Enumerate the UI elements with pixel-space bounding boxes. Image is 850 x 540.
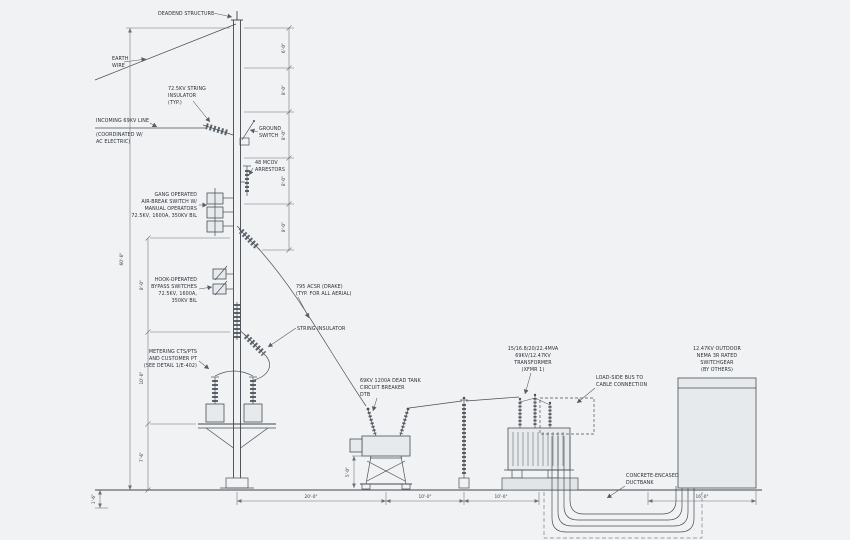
label-switchgear-4: (BY OTHERS): [701, 367, 733, 373]
aerial-conductor: [257, 247, 367, 407]
label-string-insulator-typ-1: 72.5KV STRING: [168, 86, 206, 92]
label-bypass-4: 350KV BIL: [172, 298, 198, 304]
label-transformer-3: TRANSFORMER: [513, 360, 552, 366]
dim-left-c: 7'-6": [139, 452, 145, 462]
dim-breaker-height: 5'-0": [345, 467, 351, 477]
jumper-insulators: [234, 225, 270, 381]
label-coordinated-2: AC ELECTRIC): [96, 139, 130, 145]
transformer: [501, 393, 579, 491]
gang-operated-switch: [206, 188, 234, 236]
leader-lines: [123, 12, 626, 499]
label-metering-1: METERING CTS/PTS: [149, 349, 197, 355]
dim-bottom-4: 16'-0": [696, 494, 709, 500]
label-bypass-1: HOOK-OPERATED: [155, 277, 198, 283]
label-earth-wire-2: WIRE: [112, 63, 125, 69]
label-deadend-structure: DEADEND STRUCTURE: [158, 11, 214, 17]
label-gang-switch-1: GANG OPERATED: [154, 192, 197, 198]
dim-bottom-1: 20'-0": [305, 494, 318, 500]
metering-cts-pts: [198, 370, 276, 449]
dim-left-a: 8'-0": [139, 280, 145, 290]
label-transformer-1: 15/16.8/20/22.4MVA: [508, 346, 559, 352]
label-metering-3: (SEE DETAIL 1/E-402): [144, 363, 197, 369]
label-acsr-2: (TYP. FOR ALL AERIAL): [296, 291, 351, 297]
label-switchgear-1: 12.47KV OUTDOOR: [693, 346, 742, 352]
label-coordinated-1: (COORDINATED W/: [96, 132, 143, 138]
label-acsr-1: 795 ACSR (DRAKE): [296, 284, 343, 290]
label-earth-wire-1: EARTH: [112, 56, 129, 62]
ductbank-conduits: [543, 436, 703, 539]
label-bypass-2: BYPASS SWITCHES: [151, 284, 197, 290]
earth-wire: [94, 23, 237, 81]
label-breaker-1: 69KV 1200A DEAD TANK: [360, 378, 422, 384]
label-ground-switch-1: GROUND: [259, 126, 281, 132]
label-gang-switch-3: MANUAL OPERATORS: [145, 206, 197, 212]
label-string-insulator-typ-2: INSULATOR: [168, 93, 197, 99]
label-ductbank-1: CONCRETE-ENCASED: [626, 473, 679, 479]
dim-right-1: 6'-0": [281, 43, 287, 53]
label-ductbank-2: DUCTBANK: [626, 480, 654, 486]
label-load-side-1: LOAD-SIDE BUS TO: [596, 375, 643, 381]
label-gang-switch-4: 72.5KV, 1600A, 350KV BIL: [131, 213, 197, 219]
dim-right-3: 8'-0": [281, 130, 287, 140]
dim-left-b: 10'-0": [139, 372, 145, 385]
dim-right-4: 8'-0": [281, 176, 287, 186]
bypass-switches: [212, 265, 234, 296]
label-load-side-2: CABLE CONNECTION: [596, 382, 647, 388]
label-arrestors-2: ARRESTORS: [255, 167, 285, 173]
dim-right-5: 8'-0": [281, 222, 287, 232]
label-gang-switch-2: AIR-BREAK SWITCH W/: [141, 199, 197, 205]
mcov-arrestor: [240, 165, 251, 196]
label-ground-switch-2: SWITCH: [259, 133, 279, 139]
dim-bottom-3: 10'-0": [495, 494, 508, 500]
label-arrestors-1: 48 MCOV: [255, 160, 278, 166]
label-incoming-line: INCOMING 69KV LINE: [96, 118, 149, 124]
label-switchgear-3: SWITCHGEAR: [700, 360, 734, 366]
label-breaker-3: DTB: [360, 392, 370, 398]
hv-bus: [408, 396, 520, 409]
dim-ground-depth: 1'-6": [91, 494, 97, 504]
circuit-breaker: [349, 407, 412, 490]
label-metering-2: AND CUSTOMER PT: [149, 356, 197, 362]
ground-switch: [239, 120, 255, 146]
dimension-lines: 60'-0" 8'-0" 10'-0" 7'-6" 6'-0" 8'-0" 8'…: [91, 25, 757, 509]
label-switchgear-2: NEMA 3R RATED: [697, 353, 738, 359]
label-string-insulator: STRING INSULATOR: [297, 326, 346, 332]
label-breaker-2: CIRCUIT BREAKER: [360, 385, 405, 391]
dim-bottom-2: 10'-0": [419, 494, 432, 500]
label-bypass-3: 72.5KV, 1600A,: [158, 291, 197, 297]
label-transformer-2: 69KV/12.47KV: [515, 353, 551, 359]
ductbank-outline: [543, 492, 703, 539]
load-side-bus-connection: [539, 397, 595, 435]
label-string-insulator-typ-3: (TYP.): [168, 100, 182, 106]
dim-right-2: 8'-0": [281, 85, 287, 95]
label-transformer-4: (XFMR 1): [522, 367, 545, 373]
switchgear: [677, 377, 757, 489]
incoming-69kv-line: [95, 123, 234, 136]
dim-total-height: 60'-0": [119, 253, 125, 266]
deadend-pole: [220, 11, 254, 489]
post-insulator: [458, 396, 470, 489]
